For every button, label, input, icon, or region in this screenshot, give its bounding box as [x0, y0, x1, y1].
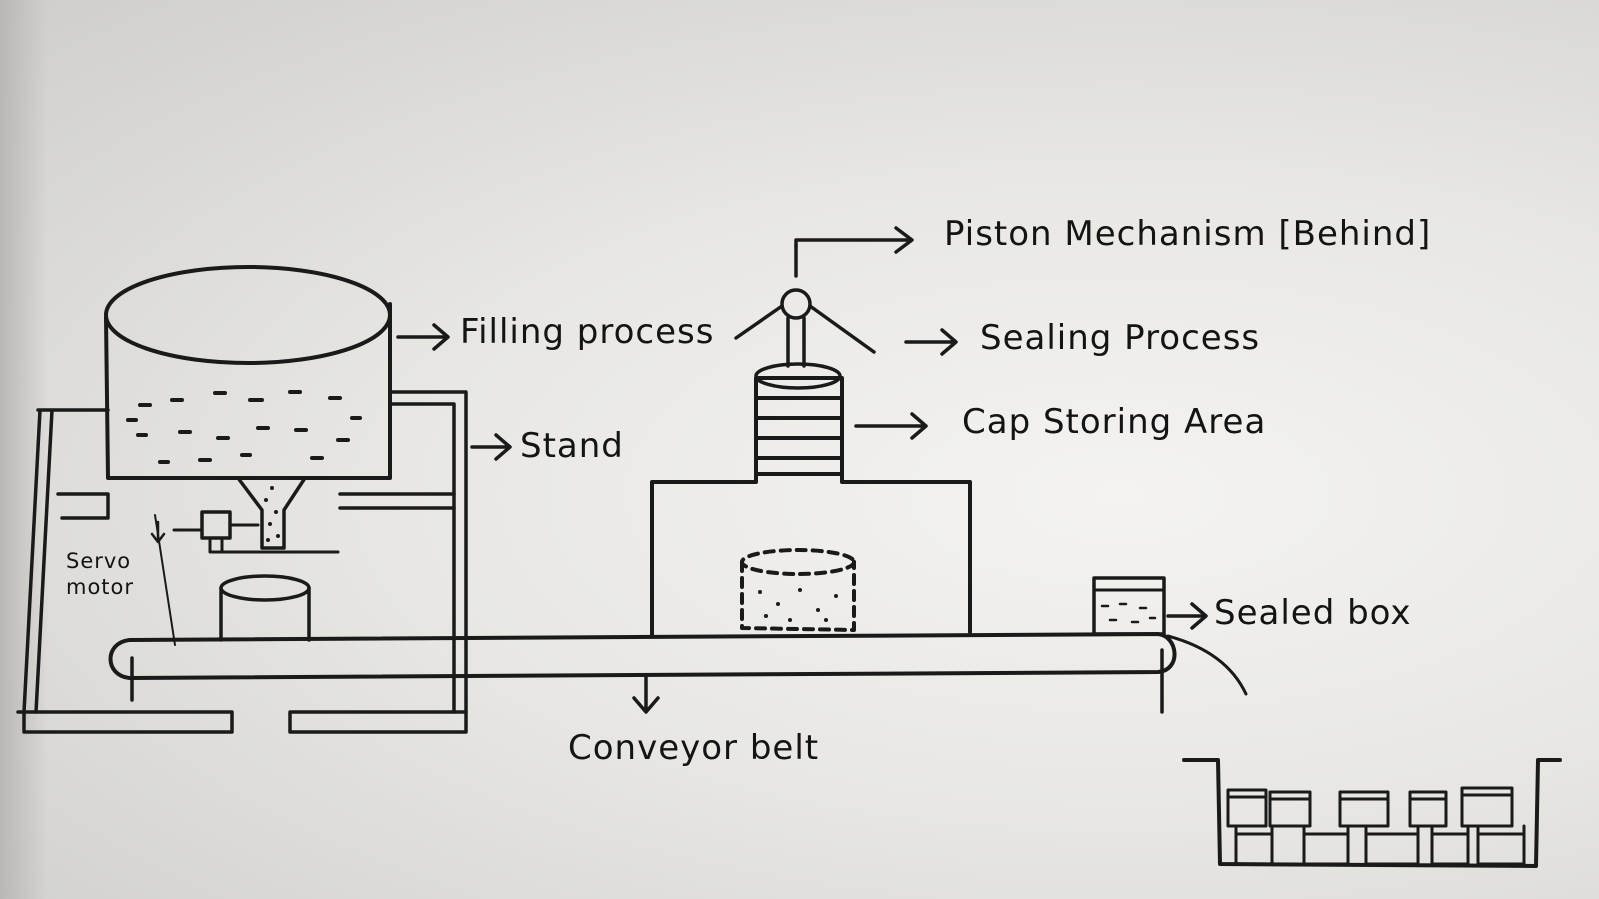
- conveyor-belt: [108, 632, 1248, 714]
- container-sealing: [740, 548, 856, 632]
- piston-head: [734, 244, 876, 368]
- arrow-piston: [794, 226, 914, 254]
- label-cap-storing-area: Cap Storing Area: [962, 402, 1267, 442]
- collection-bin: [1182, 758, 1562, 868]
- container-filling: [219, 574, 311, 642]
- hopper-tank: [104, 265, 392, 550]
- arrow-sealed-box: [1166, 602, 1208, 630]
- label-piston-mechanism: Piston Mechanism [Behind]: [944, 214, 1432, 254]
- arrow-cap-storing: [854, 412, 928, 440]
- label-servo-line1: Servo: [66, 549, 132, 573]
- sealed-box: [1092, 576, 1166, 636]
- label-sealing-process: Sealing Process: [980, 318, 1261, 358]
- label-sealed-box: Sealed box: [1214, 593, 1412, 633]
- arrow-filling: [396, 323, 450, 351]
- falling-grains: [264, 486, 280, 542]
- sealing-station: [650, 362, 972, 638]
- servo-motor: [150, 510, 340, 554]
- label-servo-motor: Servo motor: [66, 548, 134, 600]
- arrow-stand: [470, 433, 512, 461]
- label-filling-process: Filling process: [460, 312, 715, 352]
- arrow-conveyor: [632, 674, 660, 714]
- label-stand: Stand: [520, 426, 624, 466]
- label-conveyor-belt: Conveyor belt: [568, 728, 820, 768]
- stand-frame: [16, 390, 468, 734]
- label-servo-line2: motor: [66, 575, 135, 599]
- arrow-sealing: [904, 328, 958, 356]
- hopper-contents: [126, 390, 362, 464]
